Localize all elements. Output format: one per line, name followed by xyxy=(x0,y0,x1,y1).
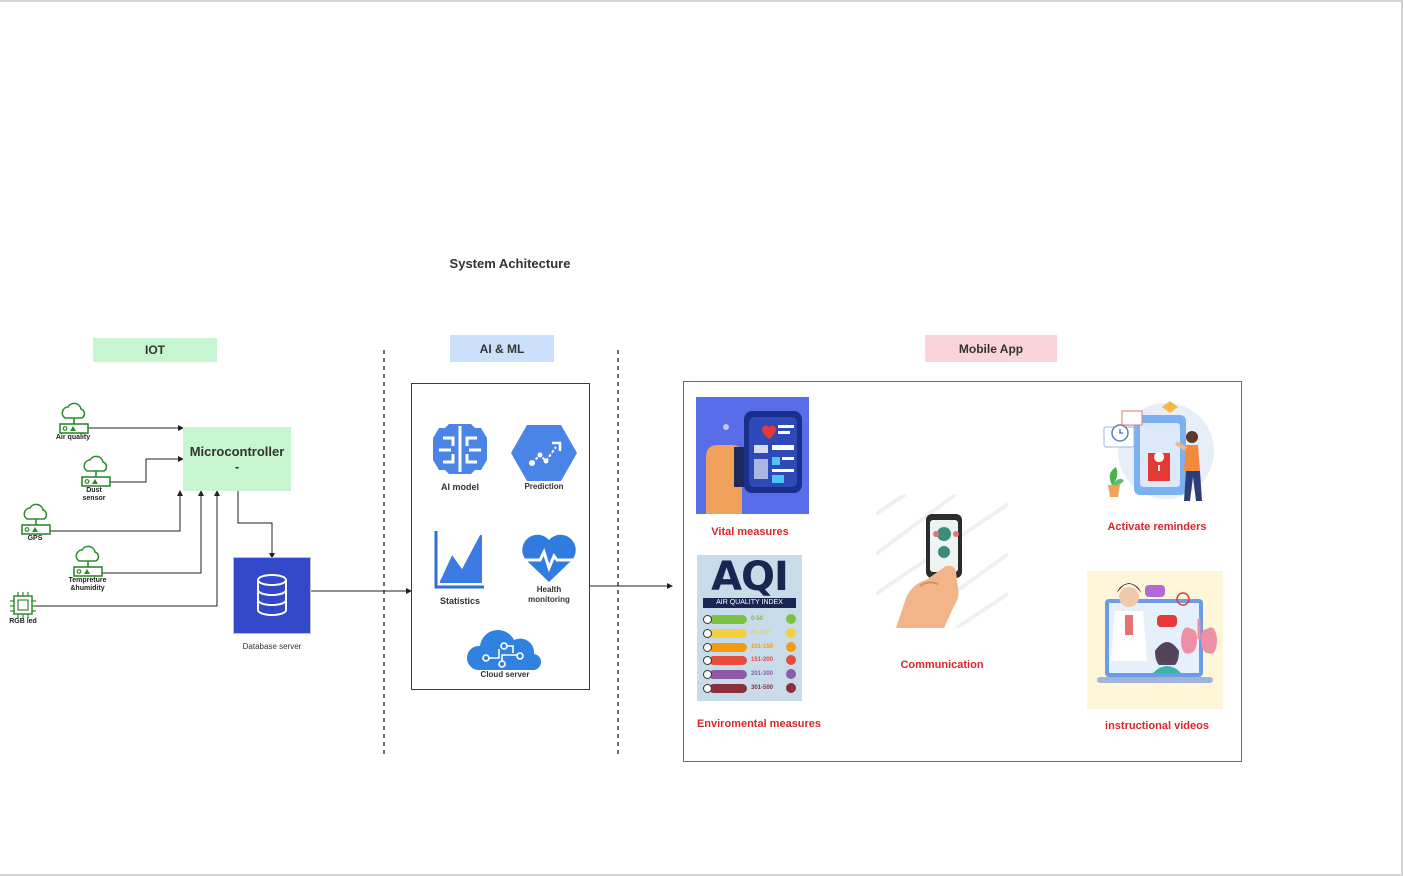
aqi-face-icon xyxy=(703,642,712,652)
aqi-range-label: 101-150 xyxy=(751,643,774,650)
edge-mcu-db xyxy=(237,491,275,559)
rgb-led-label: RGB led xyxy=(9,618,37,625)
aqi-level-bar xyxy=(709,628,747,638)
aqi-face-icon xyxy=(703,656,712,666)
gps-label: GPS xyxy=(27,535,43,542)
database-icon xyxy=(257,574,287,616)
aqi-range-label: 51-100 xyxy=(751,629,770,636)
aqi-level-dot xyxy=(786,655,796,666)
edge-gps xyxy=(50,490,183,532)
aqi-level-bar xyxy=(709,656,747,666)
vital-measures-label: Vital measures xyxy=(711,526,789,538)
rgb-led-chip-icon xyxy=(10,592,36,618)
communication-label: Communication xyxy=(900,659,984,671)
prediction-icon xyxy=(511,425,577,481)
communication-phone-illustration xyxy=(876,494,1008,628)
statistics-label: Statistics xyxy=(439,596,481,606)
mobile-app-container xyxy=(683,381,1242,762)
health-monitoring-heart-icon xyxy=(522,534,576,582)
ai-ml-section-label: AI & ML xyxy=(450,335,554,362)
aqi-level-dot xyxy=(786,614,796,624)
microcontroller-label: Microcontroller xyxy=(189,444,285,459)
environmental-measures-label: Enviromental measures xyxy=(696,718,822,730)
gps-sensor-icon xyxy=(21,503,51,535)
dust-sensor-icon xyxy=(81,455,111,487)
aqi-level-dot xyxy=(786,627,796,638)
aqi-row: 101-150 xyxy=(701,641,798,654)
air-quality-sensor-icon xyxy=(59,402,89,434)
ai-model-label: AI model xyxy=(440,482,479,492)
aqi-subtitle: AIR QUALITY INDEX xyxy=(703,598,796,608)
iot-section-label: IOT xyxy=(93,338,217,362)
aqi-rows: 0-50 51-100 101-150 151-200 201-300 301-500 xyxy=(701,613,798,696)
aqi-level-dot xyxy=(786,682,796,693)
edge-temp xyxy=(102,490,204,574)
aqi-row: 301-500 xyxy=(701,682,798,695)
aqi-face-icon xyxy=(703,615,712,624)
activate-reminders-illustration xyxy=(1103,401,1214,501)
diagram-title: System Achitecture xyxy=(449,256,571,271)
cloud-server-label: Cloud server xyxy=(480,670,530,679)
aqi-level-bar xyxy=(709,683,747,693)
instructional-videos-label: instructional videos xyxy=(1105,720,1209,732)
aqi-face-icon xyxy=(703,628,712,638)
database-server-node xyxy=(234,558,310,633)
aqi-range-label: 301-500 xyxy=(751,684,774,691)
health-monitoring-label: Health monitoring xyxy=(528,585,570,604)
aqi-level-bar xyxy=(709,642,747,652)
aqi-row: 201-300 xyxy=(701,668,798,681)
dust-sensor-label: Dust sensor xyxy=(82,487,106,502)
edge-dust xyxy=(110,456,184,483)
aqi-row: 0-50 xyxy=(701,613,798,626)
activate-reminders-label: Activate reminders xyxy=(1107,521,1207,533)
aqi-level-dot xyxy=(786,641,796,652)
temperature-humidity-label: Tempreture &humidity xyxy=(68,577,107,592)
air-quality-label: Air quality xyxy=(55,434,91,441)
aqi-face-icon xyxy=(703,670,712,680)
database-server-label: Database server xyxy=(242,642,302,651)
aqi-level-dot xyxy=(786,669,796,680)
cloud-server-icon xyxy=(466,630,542,671)
mobile-app-section-label: Mobile App xyxy=(925,335,1057,362)
aqi-row: 151-200 xyxy=(701,654,798,667)
microcontroller-sublabel: - xyxy=(234,459,240,474)
vital-measures-smartwatch-illustration xyxy=(696,397,809,514)
aqi-title: AQI xyxy=(711,555,789,600)
aqi-row: 51-100 xyxy=(701,627,798,640)
prediction-label: Prediction xyxy=(524,482,564,491)
aqi-face-icon xyxy=(703,683,712,693)
temperature-humidity-sensor-icon xyxy=(73,545,103,577)
ai-ml-container xyxy=(411,383,590,690)
microcontroller-node: Microcontroller - xyxy=(183,427,291,491)
aqi-range-label: 201-300 xyxy=(751,671,774,678)
statistics-chart-icon xyxy=(434,531,484,589)
ai-model-brain-icon xyxy=(433,424,487,474)
aqi-range-label: 0-50 xyxy=(751,616,764,622)
aqi-infographic: AQI AIR QUALITY INDEX 0-50 51-100 101-150 1… xyxy=(697,555,802,701)
instructional-videos-illustration xyxy=(1087,571,1223,709)
aqi-range-label: 151-200 xyxy=(751,657,774,664)
aqi-level-bar xyxy=(709,615,747,624)
edge-rgb xyxy=(36,490,220,607)
aqi-level-bar xyxy=(709,670,747,680)
